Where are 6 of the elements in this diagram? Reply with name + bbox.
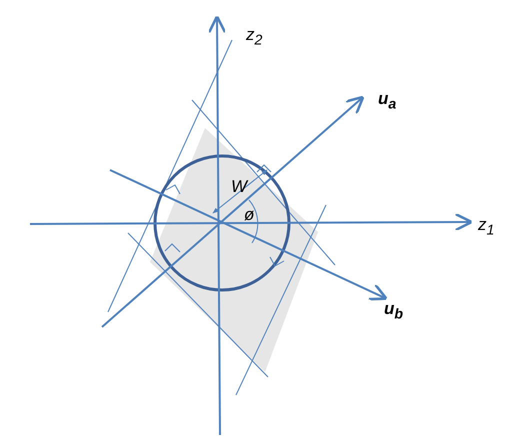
- vector-label: u$_{b}$: [384, 300, 404, 322]
- axis-label: z$_{2}$: [246, 26, 262, 48]
- vector-label: u$_{a}$: [378, 90, 396, 112]
- angle-label: ø: [244, 206, 254, 223]
- axis-label: z$_{1}$: [478, 216, 494, 238]
- width-label: W: [231, 178, 248, 195]
